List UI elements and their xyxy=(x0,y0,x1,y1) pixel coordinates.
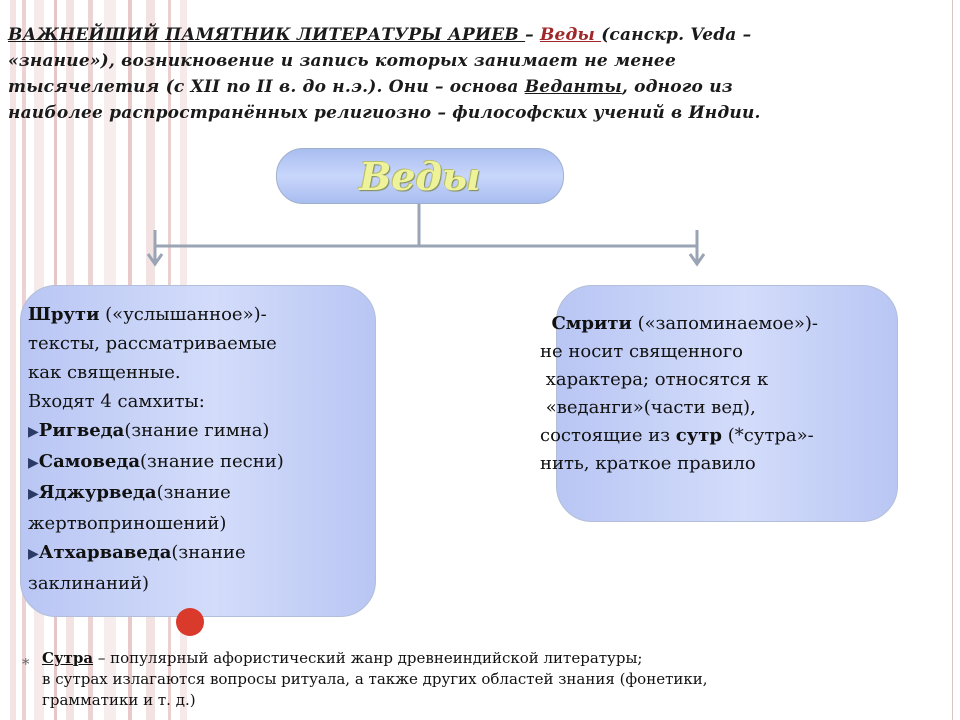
smriti-line-5-a: состоящие из xyxy=(540,425,676,446)
shruti-desc: («услышанное»)- xyxy=(99,304,267,325)
intro-heading: ВАЖНЕЙШИЙ ПАМЯТНИК ЛИТЕРАТУРЫ АРИЕВ – Ве… xyxy=(8,22,808,126)
right-border-line xyxy=(952,0,953,720)
footnote-line-1: – популярный афористический жанр древнеи… xyxy=(93,649,643,667)
list-item: ▶Ригведа(знание гимна) xyxy=(28,416,368,447)
shruti-node-text: Шрути («услышанное»)- тексты, рассматрив… xyxy=(28,300,368,598)
smriti-term: Смрити xyxy=(551,313,632,334)
sutra-term: сутр xyxy=(675,425,723,446)
smriti-node xyxy=(556,285,898,522)
triangle-bullet-icon: ▶ xyxy=(28,486,39,502)
shruti-line-2: тексты, рассматриваемые xyxy=(28,333,277,354)
smriti-line-2: не носит священного xyxy=(540,341,744,362)
samhita-name: Ригведа xyxy=(38,420,125,441)
smriti-line-4: «веданги»(части вед), xyxy=(540,397,756,418)
samhita-desc: (знание гимна) xyxy=(124,420,270,441)
list-item: ▶Яджурведа(знание xyxy=(28,478,368,509)
smriti-line-1: Смрити («запоминаемое»)- xyxy=(540,310,880,338)
list-item: ▶Самоведа(знание песни) xyxy=(28,447,368,478)
vedy-link[interactable]: Веды xyxy=(539,25,602,45)
footnote-term: Сутра xyxy=(42,649,94,667)
list-item-continuation: заклинаний) xyxy=(28,573,149,594)
vedy-node-title: Веды xyxy=(359,153,481,199)
smriti-node-text: Смрити («запоминаемое»)- не носит священ… xyxy=(540,310,880,478)
heading-text-2: , одного из наиболее распространённых ре… xyxy=(8,77,761,123)
heading-text-1: (санскр. Veda – «знание»), возникновение… xyxy=(8,25,752,97)
vedy-node: Веды xyxy=(276,148,564,204)
list-item-continuation: жертвоприношений) xyxy=(28,513,227,534)
triangle-bullet-icon: ▶ xyxy=(28,546,39,562)
heading-dash: – xyxy=(525,25,540,45)
smriti-line-6: нить, краткое правило xyxy=(540,453,756,474)
samhita-desc: (знание xyxy=(171,542,246,563)
connector-right-arrow xyxy=(688,253,706,267)
vedanta-link[interactable]: Веданты xyxy=(524,77,622,97)
footnote-line-3: грамматики и т. д.) xyxy=(42,691,196,709)
samhita-name: Яджурведа xyxy=(38,482,157,503)
heading-title: ВАЖНЕЙШИЙ ПАМЯТНИК ЛИТЕРАТУРЫ АРИЕВ xyxy=(8,25,526,45)
shruti-line-3: как священные. xyxy=(28,362,181,383)
shruti-term: Шрути xyxy=(28,304,100,325)
footnote: * Сутра – популярный афористический жанр… xyxy=(22,648,922,711)
smriti-line-5-c: (*сутра»- xyxy=(722,425,814,446)
samhita-desc: (знание песни) xyxy=(140,451,284,472)
list-item: ▶Атхарваведа(знание xyxy=(28,538,368,569)
shruti-node xyxy=(20,285,376,617)
triangle-bullet-icon: ▶ xyxy=(28,424,39,440)
shruti-line-4: Входят 4 самхиты: xyxy=(28,391,205,412)
triangle-bullet-icon: ▶ xyxy=(28,455,39,471)
red-dot-marker xyxy=(176,608,204,636)
footnote-line-2: в сутрах излагаются вопросы ритуала, а т… xyxy=(42,670,708,688)
smriti-line-5: состоящие из сутр (*сутра»- xyxy=(540,422,880,450)
smriti-line-3: характера; относятся к xyxy=(540,369,769,390)
asterisk-icon: * xyxy=(22,655,30,673)
samhita-name: Самоведа xyxy=(38,451,141,472)
samhita-name: Атхарваведа xyxy=(38,542,172,563)
samhita-desc: (знание xyxy=(156,482,231,503)
smriti-desc: («запоминаемое»)- xyxy=(631,313,818,334)
